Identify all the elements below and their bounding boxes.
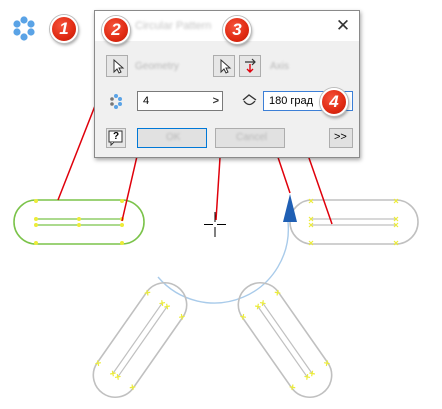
flip-direction-button[interactable] [239, 55, 261, 77]
axis-direction-arrow[interactable] [283, 194, 297, 222]
pattern-arc [157, 221, 290, 304]
help-button[interactable]: ? [106, 128, 126, 148]
pattern-copy-lower-left [92, 281, 188, 399]
crosshair-cursor [204, 212, 226, 237]
help-label: ? [113, 131, 120, 142]
select-geometry-button[interactable] [106, 55, 128, 77]
select-arrow-icon [220, 58, 232, 74]
count-input[interactable]: 4 > [137, 91, 223, 111]
pattern-copy-lower-right [237, 281, 333, 399]
dialog-title: Circular Pattern [135, 20, 212, 32]
cancel-button[interactable]: Cancel [215, 128, 285, 148]
ok-button[interactable]: OK [137, 128, 207, 148]
cancel-label: Cancel [236, 132, 268, 143]
more-label: >> [334, 131, 347, 143]
flip-direction-icon [245, 58, 256, 73]
more-options-button[interactable]: >> [329, 128, 353, 148]
geometry-label: Geometry [135, 61, 179, 72]
callout-badge-4: 4 [320, 88, 348, 116]
selected-slot-geometry [13, 199, 145, 245]
select-arrow-icon [113, 58, 125, 74]
axis-label: Axis [270, 61, 289, 72]
angle-value: 180 град [269, 95, 314, 107]
count-expand-button[interactable]: > [212, 95, 219, 107]
circular-pattern-icon [13, 16, 35, 41]
callout-badge-1: 1 [50, 15, 78, 43]
help-icon [108, 130, 123, 147]
close-button[interactable]: ✕ [335, 16, 351, 35]
pattern-copy-right [289, 198, 419, 246]
pattern-count-icon [110, 94, 122, 109]
angle-icon [242, 94, 257, 106]
callout-badge-3: 3 [223, 16, 251, 44]
callout-badge-2: 2 [102, 16, 130, 44]
ok-label: OK [166, 132, 181, 143]
count-value: 4 [143, 95, 150, 107]
select-axis-button[interactable] [213, 55, 235, 77]
